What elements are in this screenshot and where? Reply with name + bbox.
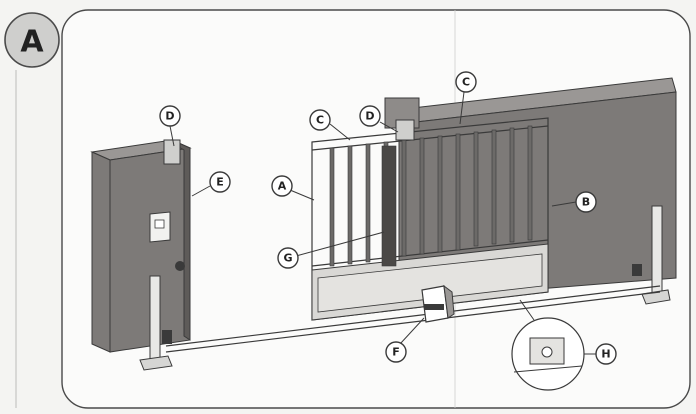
limit-switch-detail-h <box>511 299 585 391</box>
callout-b: B <box>575 191 597 213</box>
ground-rail <box>165 285 661 347</box>
callout-a: A <box>271 175 293 197</box>
callout-d-left-label: D <box>165 110 174 123</box>
callout-c-left-label: C <box>316 114 324 127</box>
sliding-gate-a <box>311 117 549 321</box>
callout-b-label: B <box>582 196 590 209</box>
callout-a-label: A <box>278 180 287 193</box>
callout-h-label: H <box>601 348 610 361</box>
callout-c-left: C <box>309 109 331 131</box>
callout-h: H <box>595 343 617 365</box>
callout-g-label: G <box>283 252 292 265</box>
gate-stopper-g <box>381 145 397 267</box>
callout-d-left: D <box>159 105 181 127</box>
photocell-d-left <box>163 139 181 165</box>
gate-guide-bracket <box>395 119 415 141</box>
right-wall-b <box>384 77 677 301</box>
left-post <box>139 275 173 371</box>
callout-c-right: C <box>455 71 477 93</box>
left-pillar <box>90 139 192 353</box>
wall-lamp <box>175 261 185 271</box>
callout-d-right-label: D <box>365 110 374 123</box>
gate-motor-f <box>421 284 455 323</box>
callout-e: E <box>209 171 231 193</box>
callout-e-label: E <box>216 176 224 189</box>
callout-f-label: F <box>392 346 400 359</box>
figure-badge-label: A <box>20 25 44 60</box>
callout-g: G <box>277 247 299 269</box>
callout-f: F <box>385 341 407 363</box>
callout-d-right: D <box>359 105 381 127</box>
callout-c-right-label: C <box>462 76 470 89</box>
figure-badge: A <box>4 12 60 68</box>
